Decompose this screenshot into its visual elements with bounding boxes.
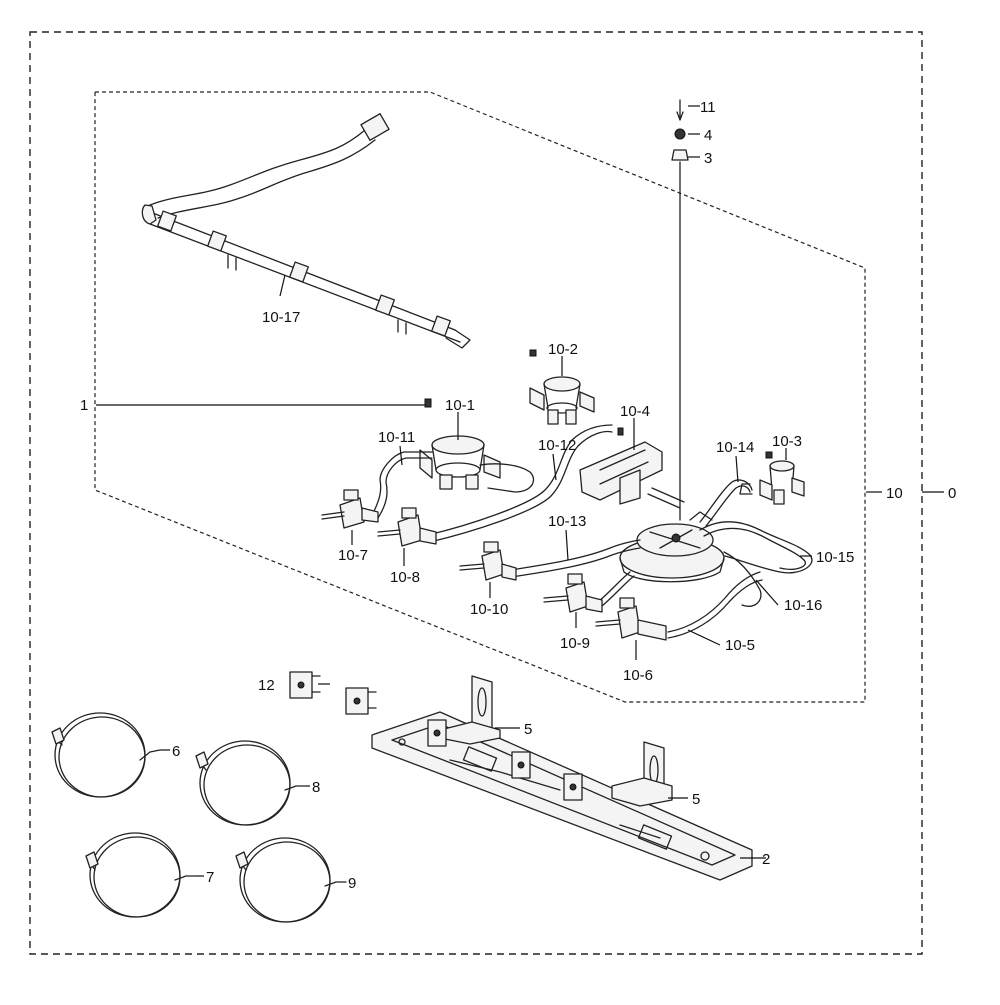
callout-10-2: 10-2	[548, 341, 578, 358]
callout-10-3: 10-3	[772, 433, 802, 450]
callout-10-9: 10-9	[560, 635, 590, 652]
callout-10-4: 10-4	[620, 403, 650, 420]
burner-base-10-2	[529, 349, 595, 425]
callout-10-8: 10-8	[390, 569, 420, 586]
callout-7: 7	[206, 869, 214, 886]
callout-5b: 5	[692, 791, 700, 808]
callout-10-10: 10-10	[470, 601, 508, 618]
tube-loop-10-1	[479, 463, 535, 493]
valve-10-8	[377, 507, 437, 547]
screw-1	[424, 398, 432, 408]
callout-10-5: 10-5	[725, 637, 755, 654]
callout-10-16: 10-16	[784, 597, 822, 614]
callout-10-11: 10-11	[378, 429, 415, 446]
callout-8: 8	[312, 779, 320, 796]
callout-10-13: 10-13	[548, 513, 586, 530]
support-bracket-5b	[611, 741, 673, 807]
leader-lines	[96, 105, 944, 877]
gas-tubes	[371, 424, 813, 639]
assembly-boundary-outer	[29, 31, 923, 955]
callout-10-15: 10-15	[816, 549, 854, 566]
callout-12: 12	[258, 677, 275, 694]
thermocouple-9	[235, 837, 347, 923]
thermocouple-8	[195, 740, 307, 826]
callout-11: 11	[700, 99, 716, 116]
callout-10-7: 10-7	[338, 547, 368, 564]
support-bracket-5a	[439, 675, 501, 745]
valve-bracket-2	[371, 711, 753, 881]
valve-10-6	[595, 597, 667, 641]
callout-2: 2	[762, 851, 770, 868]
thermocouple-7	[85, 832, 197, 918]
burner-base-10-1	[419, 435, 501, 490]
griddle-burner-10-4	[579, 427, 663, 505]
burner-base-10-3	[739, 451, 805, 505]
clip-12b	[345, 687, 377, 715]
callout-10-1: 10-1	[445, 397, 475, 414]
thermocouple-6	[51, 712, 161, 798]
callout-10-6: 10-6	[623, 667, 653, 684]
valve-10-10	[459, 541, 517, 581]
igniter-stack	[671, 99, 689, 521]
manifold-pipe-10-17	[141, 113, 471, 349]
callout-6: 6	[172, 743, 180, 760]
callout-9: 9	[348, 875, 356, 892]
callout-5a: 5	[524, 721, 532, 738]
valve-10-7	[321, 489, 379, 529]
callout-10-17: 10-17	[262, 309, 300, 326]
callout-3: 3	[704, 150, 712, 167]
valve-10-9	[543, 573, 603, 613]
callout-10-12: 10-12	[538, 437, 576, 454]
clip-12	[289, 671, 321, 699]
callout-10: 10	[886, 485, 903, 502]
callout-0: 0	[948, 485, 956, 502]
valve-plates	[427, 719, 583, 801]
callout-4: 4	[704, 127, 712, 144]
callout-1: 1	[80, 397, 88, 414]
center-burner-10-5	[619, 511, 725, 583]
callout-10-14: 10-14	[716, 439, 754, 456]
